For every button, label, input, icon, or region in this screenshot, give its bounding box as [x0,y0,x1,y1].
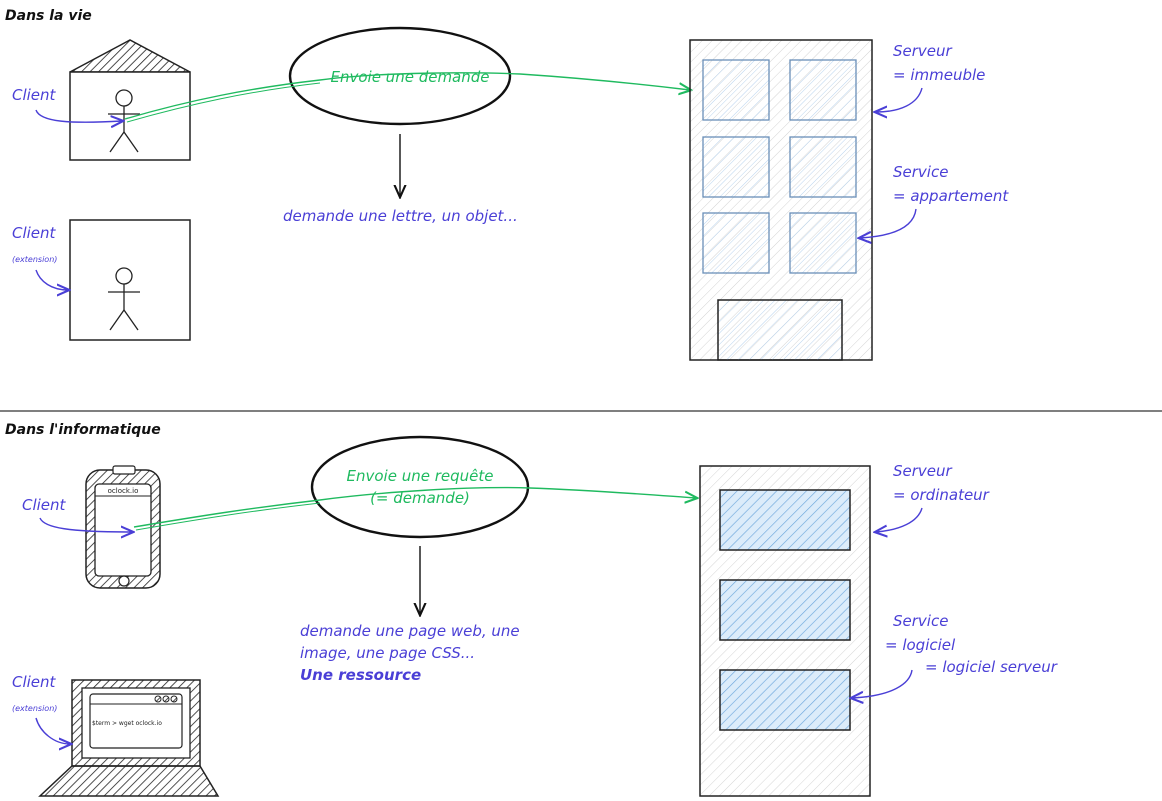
client-label: Client [22,496,67,514]
phone-url: oclock.io [108,487,139,495]
smartphone-icon [85,465,161,589]
service-arrow [860,208,917,238]
client-extension-label: Client [12,224,57,242]
computer-tower-icon [699,465,871,797]
request-label-line1: Envoie une requête [347,467,494,485]
request-arrow-stroke [135,502,321,531]
request-ellipse [288,26,512,126]
client-extension-label: Client [12,673,57,691]
extension-box [69,219,191,341]
laptop-icon [38,679,220,797]
service-label: Service [893,163,948,181]
request-detail: demande une lettre, un objet... [283,207,518,225]
request-arrow-stroke [126,82,321,123]
section-heading-life: Dans la vie [5,8,92,24]
request-label: Envoie une demande [330,68,489,86]
server-equals-computer: = ordinateur [893,486,990,504]
service-equals-apartment: = appartement [893,187,1009,205]
request-detail-line2: image, une page CSS... [300,644,475,662]
terminal-command: $term > wget oclock.io [92,720,162,727]
building-icon [689,39,873,361]
service-arrow [852,669,913,698]
client-extension-arrow [35,269,68,290]
server-label: Serveur [893,42,953,60]
resource-label: Une ressource [300,666,421,684]
house-icon [69,39,191,161]
service-equals-server-software: = logiciel serveur [925,658,1058,676]
server-label: Serveur [893,462,953,480]
client-arrow [35,109,122,122]
request-detail-line1: demande une page web, une [300,622,520,640]
server-arrow [876,507,923,532]
client-extension-note: (extension) [12,255,57,264]
request-label-line2: (= demande) [370,489,470,507]
service-label: Service [893,612,948,630]
section-heading-computing: Dans l'informatique [5,422,161,438]
client-extension-note: (extension) [12,704,57,713]
client-label: Client [12,86,57,104]
person-icon [108,267,140,331]
server-arrow [876,87,923,112]
request-arrow [133,486,696,528]
client-arrow [39,517,132,532]
server-equals-building: = immeuble [893,66,985,84]
request-ellipse [310,435,530,539]
client-extension-arrow [35,717,70,744]
request-arrow [124,72,690,120]
service-equals-software: = logiciel [885,636,956,654]
